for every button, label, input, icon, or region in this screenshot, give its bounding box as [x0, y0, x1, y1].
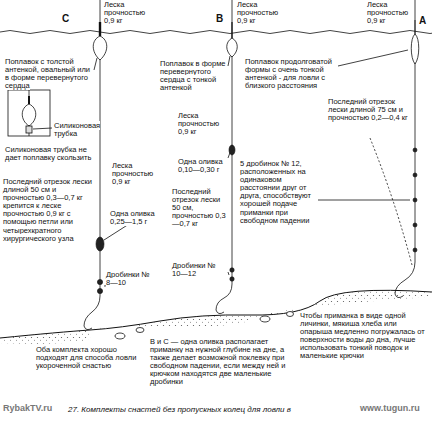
leader-line — [318, 200, 410, 201]
rig-letter: А — [419, 16, 431, 27]
figure-caption: 27. Комплекты снастей без пропускных кол… — [68, 406, 358, 415]
note-label: Поплавок продолговатой формы с очень тон… — [245, 58, 337, 90]
note-label-text: Последний отрезок лески длиной 75 см и п… — [328, 97, 408, 122]
split-shot — [230, 268, 234, 272]
olive-weight — [229, 145, 235, 155]
inset-float — [22, 104, 36, 126]
note-label-text: Леска прочностью 0,9 кг — [367, 0, 408, 25]
note-label-text: Оба комплекта хорошо подходят для способ… — [36, 345, 136, 370]
note-label-text: Одна оливка 0,10—0,30 г — [178, 157, 223, 174]
note-label: Леска прочностью 0,9 кг — [178, 112, 228, 136]
pebble — [136, 328, 144, 333]
note-label-text: Последний отрезок лески 50 см, прочность… — [172, 187, 226, 228]
figure-caption-text: 27. Комплекты снастей без пропускных кол… — [68, 405, 291, 414]
note-label: Последний отрезок лески длиной 50 см и п… — [3, 178, 97, 243]
split-shot — [413, 173, 417, 177]
watermark: www.tugun.ru — [360, 404, 430, 414]
rig-letter-text: С — [62, 13, 69, 24]
leader-line — [33, 128, 52, 129]
watermark: RybakTV.ru — [3, 404, 63, 414]
float-antenna — [99, 22, 101, 36]
note-label: В и С — одна оливка располагает приманку… — [150, 338, 296, 387]
note-label-text: Чтобы приманка в виде одной личинки, мяк… — [300, 311, 425, 360]
rig-letter-text: В — [216, 13, 223, 24]
rig-letter-text: А — [419, 15, 426, 26]
note-label-text: Последний отрезок лески длиной 50 см и п… — [3, 177, 92, 243]
rig-letter: В — [216, 14, 230, 25]
note-label-text: Леска прочностью 0,9 кг — [104, 0, 145, 25]
note-label-text: Леска прочностью 0,9 кг — [178, 111, 219, 136]
note-label: Дробинки № 8—10 — [106, 271, 154, 287]
leader-line — [94, 58, 97, 70]
inset-antenna — [28, 96, 30, 104]
note-label: Леска прочностью 0,9 кг — [112, 162, 162, 186]
note-label: Леска прочностью 0,9 кг — [237, 1, 283, 25]
watermark-text: RybakTV.ru — [3, 403, 52, 413]
note-label-text: Поплавок в форме перевернутого сердца с … — [160, 59, 226, 92]
note-label-text: Силиконовая трубка — [54, 121, 100, 138]
float-antenna — [231, 22, 232, 38]
note-label: Последний отрезок лески 50 см, прочность… — [172, 188, 228, 228]
note-label: Поплавок в форме перевернутого сердца с … — [160, 60, 226, 92]
note-label: Силиконовая трубка — [54, 122, 102, 138]
silicone-tube — [26, 126, 32, 133]
note-label: Одна оливка 0,10—0,30 г — [178, 158, 228, 174]
split-shot — [413, 223, 417, 227]
split-shot — [413, 248, 417, 252]
split-shot — [97, 288, 102, 293]
inset-frame — [8, 90, 50, 136]
note-label: Чтобы приманка в виде одной личинки, мяк… — [300, 312, 428, 361]
leader-line — [370, 138, 412, 265]
note-label-text: Силиконовая трубка не дает поплавку скол… — [5, 145, 91, 162]
watermark-text: www.tugun.ru — [360, 403, 420, 413]
leader-line — [228, 56, 230, 66]
split-shot — [413, 148, 417, 152]
note-label-text: Поплавок с толстой антенкой, овальный ил… — [5, 57, 90, 90]
pebble — [287, 312, 294, 317]
note-label-text: В и С — одна оливка располагает приманку… — [150, 337, 285, 386]
split-shot — [230, 277, 234, 281]
note-label: Силиконовая трубка не дает поплавку скол… — [5, 146, 95, 162]
leader-line — [338, 50, 408, 66]
note-label-text: 5 дробинок № 12, расположенных на одинак… — [240, 159, 311, 225]
float-c — [93, 36, 107, 60]
note-label-text: Леска прочностью 0,9 кг — [237, 0, 278, 25]
note-label: Дробинки № 10—12 — [172, 262, 226, 278]
note-label: Одна оливка 0,25—1,5 г — [110, 210, 156, 226]
split-shot — [413, 198, 417, 202]
note-label-text: Поплавок продолговатой формы с очень тон… — [245, 57, 332, 90]
olive-weight — [96, 237, 104, 251]
note-label-text: Дробинки № 10—12 — [172, 261, 216, 278]
pebble — [260, 316, 270, 322]
split-shot — [97, 279, 102, 284]
note-label: Оба комплекта хорошо подходят для способ… — [36, 346, 144, 370]
note-label-text: Леска прочностью 0,9 кг — [112, 161, 153, 186]
note-label: Последний отрезок лески длиной 75 см и п… — [328, 98, 410, 122]
note-label: Леска прочностью 0,9 кг — [367, 1, 411, 25]
float-b — [227, 38, 238, 57]
float-antenna — [415, 20, 416, 34]
note-label: Поплавок с толстой антенкой, овальный ил… — [5, 58, 91, 90]
note-label-text: Одна оливка 0,25—1,5 г — [110, 209, 155, 226]
pebble — [115, 333, 125, 339]
leader-line — [228, 272, 229, 275]
note-label: Леска прочностью 0,9 кг — [104, 1, 150, 25]
rig-letter: С — [62, 14, 76, 25]
note-label-text: Дробинки № 8—10 — [106, 270, 150, 287]
water-surface — [0, 31, 432, 34]
note-label: 5 дробинок № 12, расположенных на одинак… — [240, 160, 316, 225]
float-a — [411, 34, 419, 64]
